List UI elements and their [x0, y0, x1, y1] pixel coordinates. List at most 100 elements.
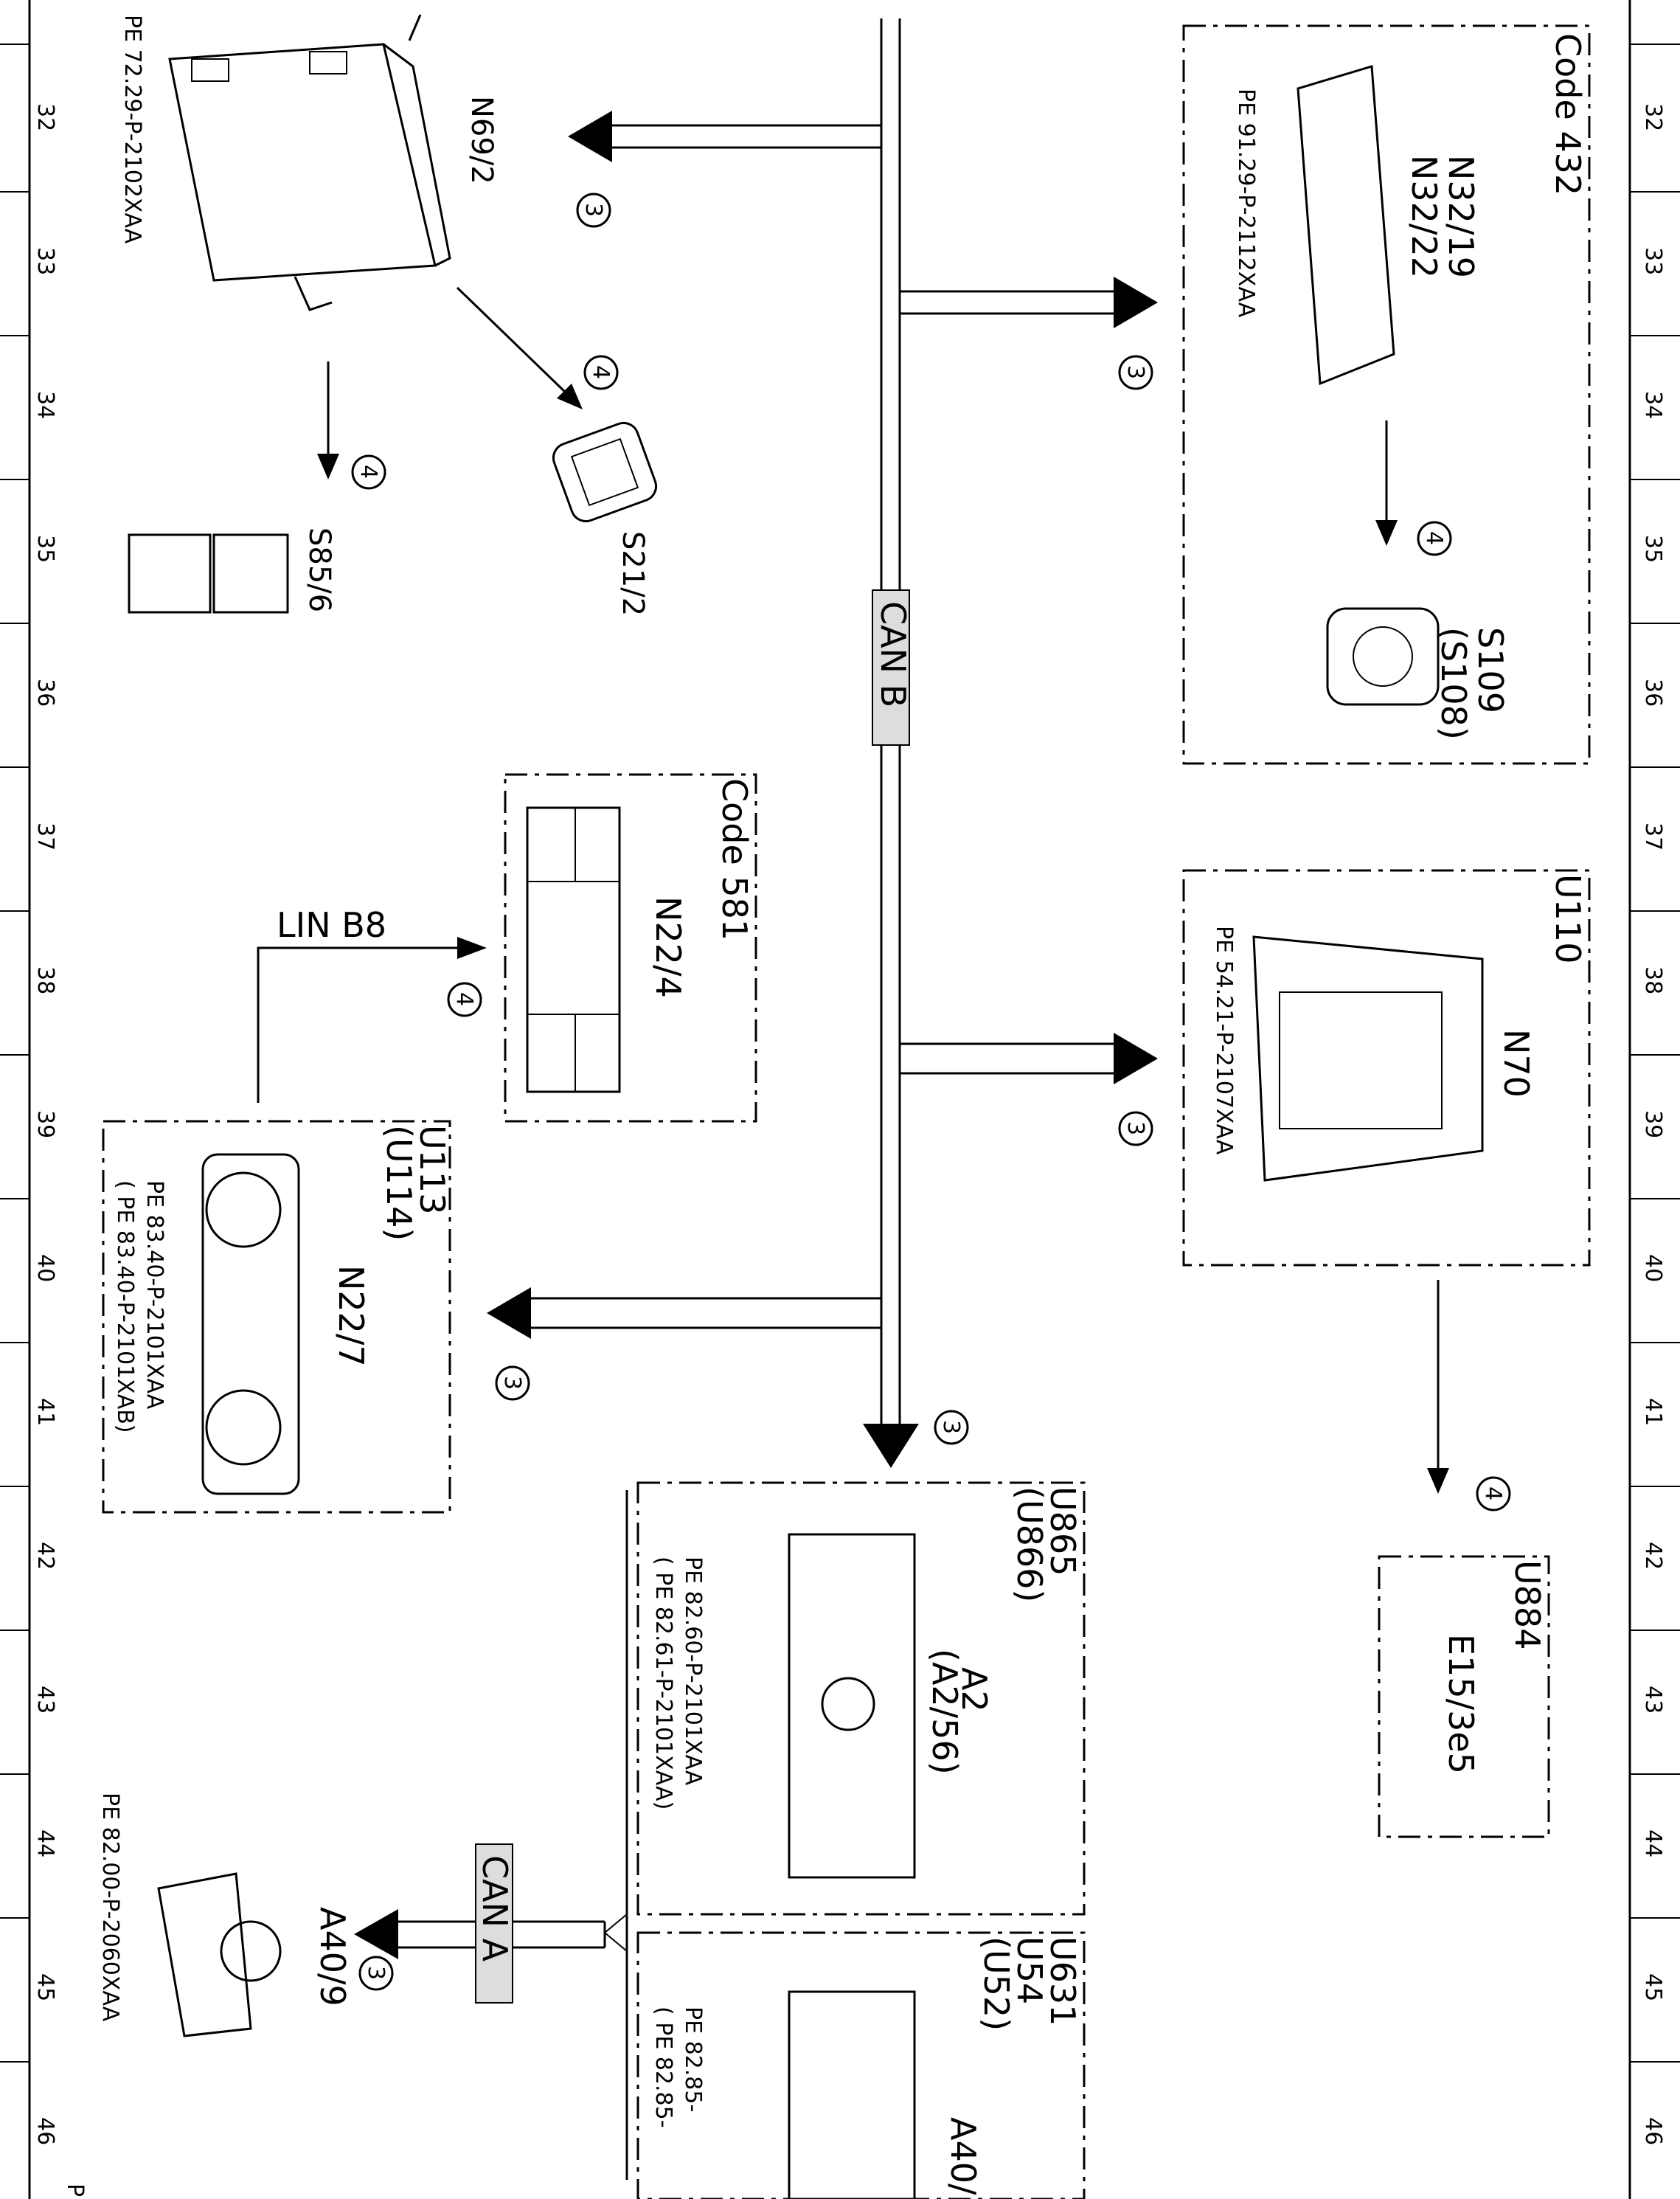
arrow-to-n22-7	[487, 1287, 531, 1339]
can-a-bus: CAN A	[354, 1490, 628, 2180]
svg-text:PE 54.21-P-2107XAA: PE 54.21-P-2107XAA	[1211, 926, 1237, 1155]
svg-text:(U866): (U866)	[1010, 1486, 1049, 1602]
ruler-num-right-45: 45	[1640, 1973, 1666, 2001]
svg-text:S109: S109	[1471, 627, 1510, 713]
svg-text:PE 83.40-P-2101XAA: PE 83.40-P-2101XAA	[142, 1180, 167, 1410]
right-ruler	[1628, 0, 1680, 2199]
ruler-num-left-36: 36	[32, 679, 58, 707]
ruler-num-right-36: 36	[1640, 679, 1666, 707]
svg-text:S85/6: S85/6	[302, 527, 336, 612]
ruler-num-right-41: 41	[1640, 1398, 1666, 1426]
svg-text:PE 82.85-: PE 82.85-	[680, 2006, 706, 2112]
ruler-num-right-32: 32	[1640, 103, 1666, 131]
ruler-num-right-43: 43	[1640, 1686, 1666, 1714]
u113-box: U113 (U114) N22/7 PE 83.40-P-2101XAA ( P…	[102, 1120, 452, 1514]
ruler-numbers: 32 33 34 35 36 37 38 39 40 41 42 43 44 4…	[32, 103, 1666, 2145]
svg-text:S21/2: S21/2	[616, 531, 650, 616]
ruler-num-left-42: 42	[32, 1542, 58, 1570]
svg-text:N32/19: N32/19	[1441, 155, 1481, 278]
svg-text:4: 4	[588, 365, 614, 379]
ruler-num-right-46: 46	[1640, 2117, 1666, 2145]
n69-2-label: N69/2	[465, 96, 499, 184]
ruler-num-left-37: 37	[32, 823, 58, 851]
svg-text:(S108): (S108)	[1434, 627, 1474, 740]
ruler-num-left-41: 41	[32, 1398, 58, 1426]
ruler-num-left-39: 39	[32, 1110, 58, 1138]
ruler-num-right-39: 39	[1640, 1110, 1666, 1138]
s85-6-switch: S85/6	[128, 527, 336, 614]
svg-text:N22/7: N22/7	[331, 1265, 371, 1367]
ruler-num-left-33: 33	[32, 247, 58, 275]
svg-text:Code 432: Code 432	[1548, 33, 1588, 195]
ruler-num-right-44: 44	[1640, 1829, 1666, 1857]
ruler-num-left-32: 32	[32, 103, 58, 131]
ruler-num-left-44: 44	[32, 1829, 58, 1857]
ruler-num-right-35: 35	[1640, 535, 1666, 563]
ruler-num-right-34: 34	[1640, 391, 1666, 419]
svg-text:CAN A: CAN A	[475, 1855, 515, 1962]
a40-9-camera: A40/9 PE 82.00-P-2060XAA	[97, 1793, 353, 2037]
svg-text:U631: U631	[1043, 1936, 1083, 2026]
svg-text:4: 4	[451, 992, 477, 1006]
ruler-num-right-38: 38	[1640, 966, 1666, 994]
svg-text:3: 3	[363, 1966, 389, 1980]
svg-text:( PE 83.40-P-2101XAB): ( PE 83.40-P-2101XAB)	[112, 1180, 138, 1433]
svg-text:3: 3	[938, 1420, 964, 1434]
svg-text:4: 4	[355, 465, 381, 479]
s21-2-switch: S21/2	[552, 421, 658, 616]
n69-2-pe: PE 72.29-P-2102XAA	[119, 15, 145, 244]
svg-text:4: 4	[1480, 1486, 1506, 1500]
ruler-num-right-33: 33	[1640, 247, 1666, 275]
svg-text:PE 82.00-P-2060XAA: PE 82.00-P-2060XAA	[97, 1793, 123, 2022]
ruler-num-left-40: 40	[32, 1254, 58, 1282]
svg-text:N22/4: N22/4	[648, 896, 688, 998]
arrow-to-n70	[1114, 1033, 1158, 1084]
svg-text:U884: U884	[1507, 1560, 1547, 1649]
svg-text:3: 3	[499, 1376, 525, 1390]
lin-b8-line: LIN B8	[257, 905, 487, 1103]
svg-text:(U52): (U52)	[976, 1936, 1016, 2031]
svg-text:PE 91.29-P-2112XAA: PE 91.29-P-2112XAA	[1233, 89, 1259, 318]
svg-text:CAN B: CAN B	[873, 601, 913, 707]
svg-text:U865: U865	[1043, 1486, 1083, 1576]
svg-text:E15/3e5: E15/3e5	[1441, 1634, 1481, 1774]
svg-text:3: 3	[1122, 365, 1148, 379]
n69-2-arrows	[317, 286, 583, 479]
svg-text:3: 3	[1122, 1121, 1148, 1135]
ruler-num-left-45: 45	[32, 1973, 58, 2001]
svg-text:( PE 82.85-: ( PE 82.85-	[650, 2006, 676, 2128]
svg-text:3: 3	[580, 203, 606, 217]
svg-text:A40/: A40/	[943, 2117, 983, 2195]
ruler-num-left-38: 38	[32, 966, 58, 994]
code-581-box: Code 581 N22/4	[504, 773, 757, 1123]
svg-text:U54: U54	[1010, 1936, 1049, 2004]
u631-box: U631 U54 (U52) A40/ PE 82.85- ( PE 82.85…	[636, 1931, 1086, 2199]
u865-box: U865 (U866) A2 (A2/56) PE 82.60-P-2101XA…	[636, 1481, 1086, 1916]
ruler-num-left-34: 34	[32, 391, 58, 419]
ruler-num-right-37: 37	[1640, 823, 1666, 851]
svg-text:A2: A2	[954, 1667, 994, 1712]
arrow-to-n69-2	[568, 111, 612, 162]
u110-box: U110 N70 PE 54.21-P-2107XAA	[1182, 869, 1591, 1494]
u884-box: U884 E15/3e5	[1378, 1555, 1550, 1838]
svg-text:(U114): (U114)	[379, 1125, 419, 1241]
ruler-num-right-42: 42	[1640, 1542, 1666, 1570]
n69-2-module: N69/2 PE 72.29-P-2102XAA	[119, 14, 499, 311]
svg-text:(A2/56): (A2/56)	[925, 1649, 965, 1775]
svg-text:U110: U110	[1548, 874, 1588, 963]
can-b-label: CAN B	[872, 589, 913, 746]
left-ruler	[0, 0, 31, 2199]
ruler-num-left-35: 35	[32, 535, 58, 563]
ruler-num-right-40: 40	[1640, 1254, 1666, 1282]
svg-text:( PE 82.61-P-2101XAA): ( PE 82.61-P-2101XAA)	[650, 1556, 676, 1810]
svg-text:LIN B8: LIN B8	[277, 905, 386, 945]
ruler-num-left-46: 46	[32, 2117, 58, 2145]
markers: 3 3 4 4 4 4 3 3 3 4 3	[351, 193, 1511, 1991]
ruler-num-left-43: 43	[32, 1686, 58, 1714]
svg-text:Code 581: Code 581	[715, 778, 754, 941]
code-432-box: Code 432 N32/19 N32/22 PE 91.29-P-2112XA…	[1182, 24, 1591, 765]
svg-text:N70: N70	[1496, 1029, 1536, 1098]
svg-text:4: 4	[1421, 531, 1447, 545]
arrow-to-code432	[1114, 277, 1158, 328]
